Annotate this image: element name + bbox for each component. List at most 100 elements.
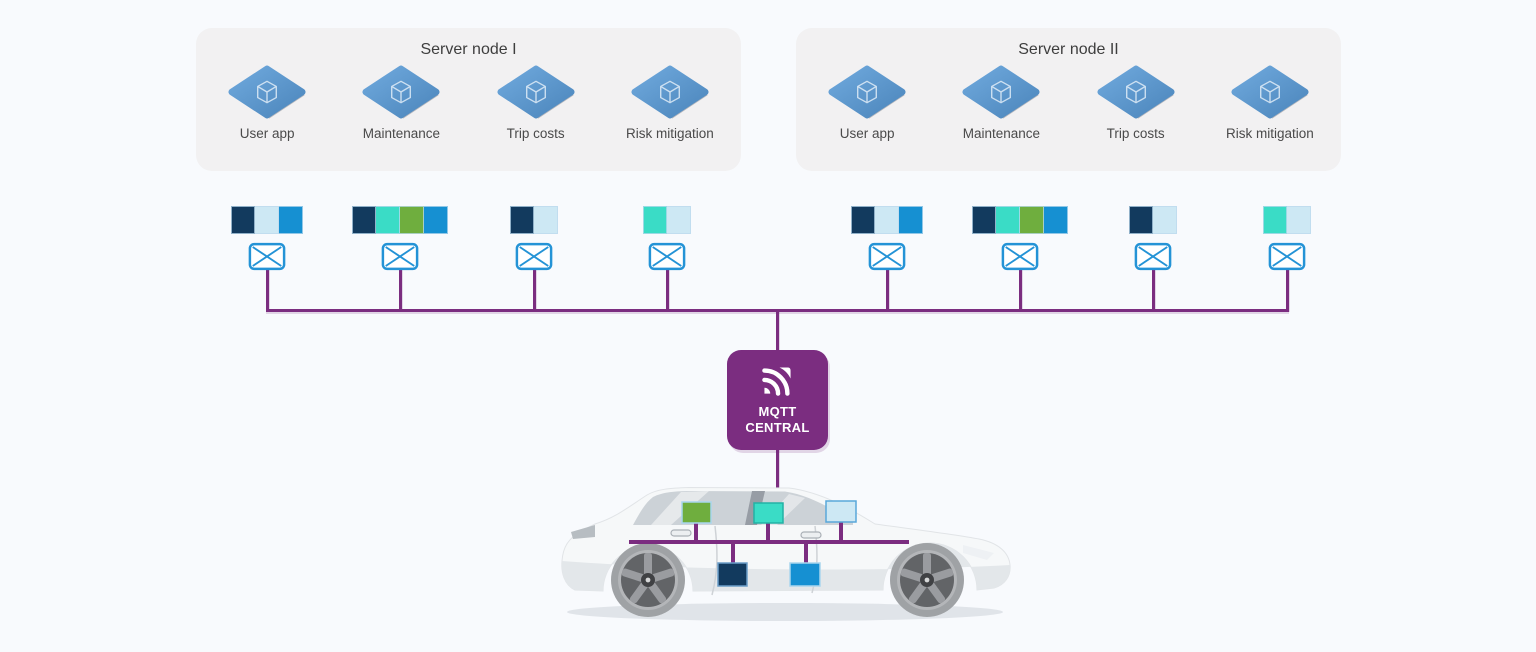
- app-column-maintenance: Maintenance: [334, 64, 468, 141]
- car-bus-drop: [839, 521, 843, 541]
- topic-chip-navy: [231, 206, 255, 234]
- envelope-icon: [1134, 242, 1172, 271]
- connector-line: [532, 265, 536, 311]
- app-label: User app: [839, 126, 895, 141]
- topic-chip-green: [400, 206, 424, 234]
- car-sensor-box: [753, 502, 784, 524]
- car-bus-line: [629, 540, 909, 544]
- service-cube-icon: [228, 64, 306, 120]
- mqtt-signal-icon: [762, 367, 791, 396]
- app-label: Trip costs: [506, 126, 565, 141]
- rear-wheel: [611, 543, 685, 617]
- topic-chip-navy: [972, 206, 996, 234]
- panel-title: Server node II: [1018, 41, 1119, 58]
- topic-chip-row: [643, 206, 691, 234]
- panel-title: Server node I: [420, 41, 517, 58]
- topic-chip-row: [510, 206, 558, 234]
- topic-chip-row: [1129, 206, 1177, 234]
- app-column-trip-costs: Trip costs: [469, 64, 603, 141]
- connector-line: [1018, 265, 1022, 311]
- service-cube-icon: [631, 64, 709, 120]
- topic-chip-teal: [376, 206, 400, 234]
- topic-chip-pale_blue: [875, 206, 899, 234]
- app-column-user-app: User app: [200, 64, 334, 141]
- envelope-icon: [1268, 242, 1306, 271]
- connector-line: [1151, 265, 1155, 311]
- connector-line: [398, 265, 402, 311]
- topic-chip-blue: [279, 206, 303, 234]
- car-bus-drop: [731, 543, 735, 564]
- app-column-risk-mitigation: Risk mitigation: [603, 64, 737, 141]
- service-cube-icon: [828, 64, 906, 120]
- car-sensor-box: [789, 562, 821, 587]
- topic-chip-row: [231, 206, 303, 234]
- app-column-user-app: User app: [800, 64, 934, 141]
- mqtt-central-node: MQTT CENTRAL: [727, 350, 828, 450]
- panel-apps-row: User app Maintenance Trip costs Risk mit…: [796, 64, 1341, 141]
- topic-chip-blue: [424, 206, 448, 234]
- connector-trunk-line: [265, 309, 1289, 312]
- connector-line: [265, 265, 269, 311]
- topic-chip-navy: [1129, 206, 1153, 234]
- app-column-trip-costs: Trip costs: [1069, 64, 1203, 141]
- envelope-icon: [868, 242, 906, 271]
- topic-chip-navy: [851, 206, 875, 234]
- topic-chip-pale_blue: [1287, 206, 1311, 234]
- app-label: Risk mitigation: [625, 126, 714, 141]
- car-shadow: [567, 603, 1003, 621]
- topic-column: [1263, 206, 1311, 271]
- topic-chip-pale_blue: [667, 206, 691, 234]
- topic-column: [851, 206, 923, 271]
- car-sensor-box: [681, 501, 712, 524]
- door-handle: [800, 531, 822, 539]
- headlight: [963, 545, 994, 560]
- topic-chip-pale_blue: [534, 206, 558, 234]
- front-wheel: [890, 543, 964, 617]
- car-sensor-box: [717, 562, 748, 587]
- broker-label: MQTT CENTRAL: [745, 404, 809, 436]
- envelope-icon: [1001, 242, 1039, 271]
- topic-column: [643, 206, 691, 271]
- connector-line: [885, 265, 889, 311]
- car-bus-network: [629, 521, 909, 564]
- envelope-icon: [248, 242, 286, 271]
- topic-chip-row: [972, 206, 1068, 234]
- service-cube-icon: [962, 64, 1040, 120]
- server-node-panel-1: Server node I User app Maintenance Trip …: [196, 28, 741, 171]
- topic-chip-pale_blue: [1153, 206, 1177, 234]
- window-highlight: [651, 491, 709, 525]
- app-label: Risk mitigation: [1225, 126, 1314, 141]
- topic-chip-blue: [899, 206, 923, 234]
- app-label: Maintenance: [362, 126, 441, 141]
- app-label: Trip costs: [1106, 126, 1165, 141]
- car-sensor-box: [825, 500, 857, 523]
- topic-column: [510, 206, 558, 271]
- topic-chip-pale_blue: [255, 206, 279, 234]
- app-label: User app: [239, 126, 295, 141]
- topic-column: [972, 206, 1068, 271]
- door-handle: [670, 529, 692, 537]
- broker-label-line2: CENTRAL: [745, 420, 810, 435]
- topic-chip-navy: [352, 206, 376, 234]
- connector-line-to-broker: [775, 311, 779, 350]
- envelope-icon: [381, 242, 419, 271]
- topic-chip-teal: [996, 206, 1020, 234]
- car-bus-drop: [766, 523, 770, 541]
- envelope-icon: [515, 242, 553, 271]
- service-cube-icon: [497, 64, 575, 120]
- car-bus-drop: [804, 543, 808, 564]
- car-bus-drop: [694, 523, 698, 541]
- app-column-maintenance: Maintenance: [934, 64, 1068, 141]
- connector-line: [665, 265, 669, 311]
- connector-line: [1285, 265, 1289, 311]
- service-cube-icon: [362, 64, 440, 120]
- broker-label-line1: MQTT: [758, 404, 797, 419]
- topic-chip-blue: [1044, 206, 1068, 234]
- app-column-risk-mitigation: Risk mitigation: [1203, 64, 1337, 141]
- topic-chip-row: [1263, 206, 1311, 234]
- connector-line-to-car: [775, 449, 779, 489]
- topic-chip-row: [851, 206, 923, 234]
- service-cube-icon: [1097, 64, 1175, 120]
- topic-column: [352, 206, 448, 271]
